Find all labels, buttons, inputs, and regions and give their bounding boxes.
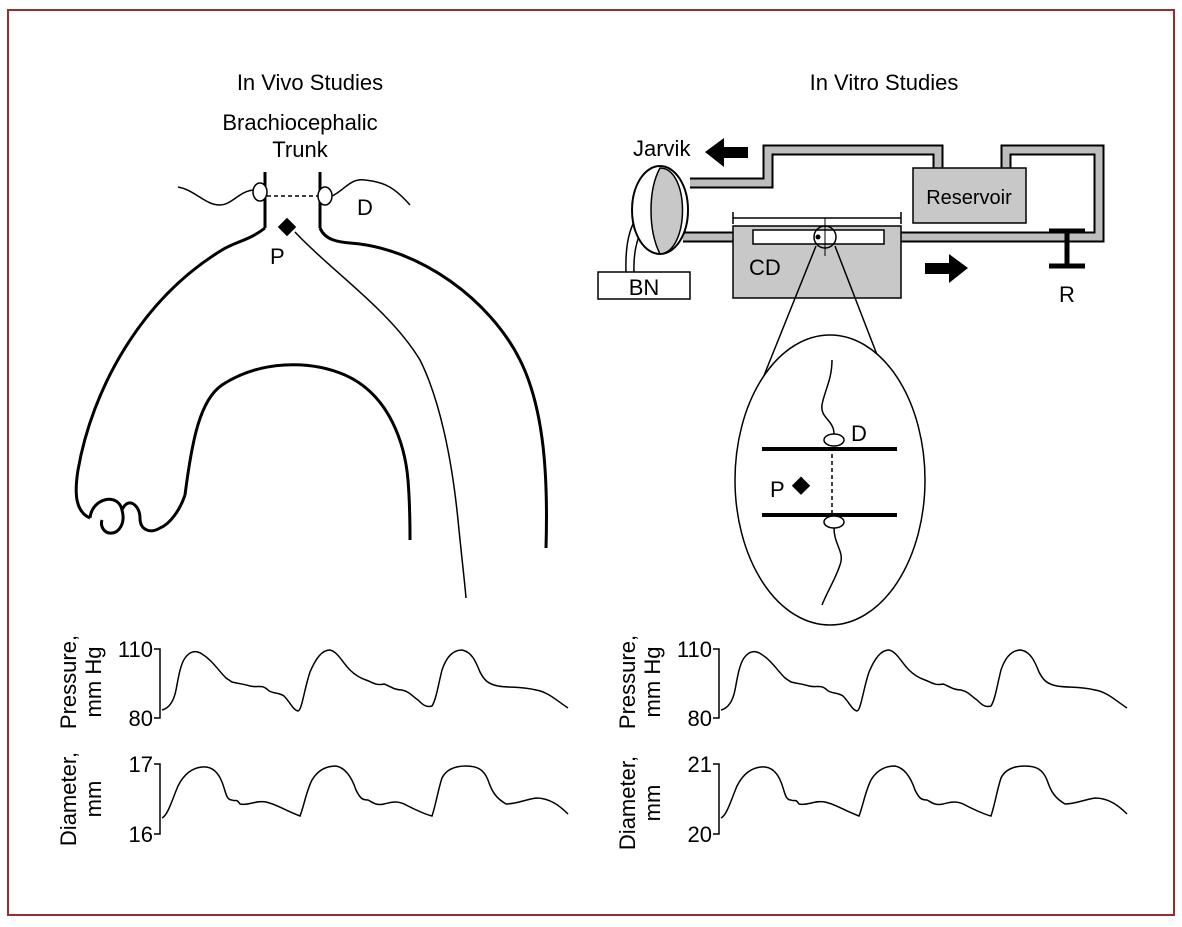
zoom-lead-top <box>821 359 835 435</box>
in-vivo-diameter-ylabel-2: mm <box>81 781 106 818</box>
pressure-catheter <box>294 231 467 599</box>
arch-descending <box>318 227 549 549</box>
base-label: BN <box>629 275 660 300</box>
reservoir-box <box>912 167 1027 224</box>
in-vitro-pressure-ylabel-1: Pressure, <box>615 635 640 729</box>
in-vivo-pressure-trace-panel: Pressure, mm Hg 110 80 <box>56 635 569 731</box>
pump-label: Jarvik <box>633 136 691 161</box>
flow-arrow-right-icon <box>925 254 968 283</box>
in-vivo-diameter-tick-top: 17 <box>129 752 153 777</box>
zoom-crystal-top <box>823 433 845 447</box>
arch-scallop-2 <box>120 494 187 533</box>
crystal-left <box>252 182 268 202</box>
in-vitro-diameter-waveform <box>720 765 1128 819</box>
resistance-label: R <box>1059 282 1075 307</box>
pressure-transducer-tip <box>277 217 297 237</box>
tube-upper-loop-fill <box>690 146 942 187</box>
in-vivo-pressure-label: P <box>270 244 285 269</box>
in-vitro-pressure-tick-top: 110 <box>677 637 712 662</box>
in-vitro-pressure-axis <box>713 648 720 719</box>
zoom-diameter-label: D <box>851 421 867 446</box>
crystal-lead-left <box>177 186 256 206</box>
in-vivo-diameter-trace-panel: Diameter, mm 17 16 <box>56 752 569 847</box>
in-vivo-diameter-axis <box>154 763 161 835</box>
in-vivo-pressure-tick-bottom: 80 <box>129 706 153 731</box>
jarvik-pump-chamber <box>650 167 684 255</box>
in-vitro-pressure-tick-bottom: 80 <box>688 706 712 731</box>
chamber-label: CD <box>749 255 781 280</box>
reservoir-label: Reservoir <box>926 187 1012 209</box>
aortic-arch-drawing <box>74 172 549 599</box>
zoom-line-left <box>762 245 817 379</box>
in-vitro-diameter-tick-bottom: 20 <box>688 822 712 847</box>
arch-outer <box>74 226 266 520</box>
in-vitro-diameter-trace-panel: Diameter, mm 21 20 <box>615 752 1128 850</box>
in-vivo-diameter-ylabel-1: Diameter, <box>56 752 81 846</box>
arch-inner <box>183 363 412 541</box>
zoom-pressure-tip <box>791 476 811 495</box>
base-box <box>597 271 691 300</box>
in-vitro-pressure-ylabel-2: mm Hg <box>640 647 665 718</box>
flow-arrow-left-icon <box>705 138 748 167</box>
arch-scallop <box>88 497 125 535</box>
in-vivo-diameter-waveform <box>161 765 569 819</box>
vessel-label-line1: Brachiocephalic <box>222 110 377 135</box>
crystal-right <box>317 186 333 206</box>
in-vivo-diameter-tick-bottom: 16 <box>129 822 153 847</box>
in-vitro-diameter-ylabel-2: mm <box>640 785 665 822</box>
in-vivo-diameter-label: D <box>357 195 373 220</box>
in-vivo-title: In Vivo Studies <box>237 70 383 95</box>
in-vivo-pressure-tick-top: 110 <box>118 637 153 662</box>
in-vivo-pressure-ylabel-1: Pressure, <box>56 635 81 729</box>
zoom-pressure-label: P <box>770 477 785 502</box>
in-vitro-pressure-waveform <box>720 649 1128 712</box>
in-vivo-pressure-axis <box>154 648 161 719</box>
vessel-label-line2: Trunk <box>272 137 328 162</box>
zoom-lead-bottom <box>821 527 842 606</box>
in-vivo-pressure-ylabel-2: mm Hg <box>81 647 106 718</box>
in-vitro-pressure-trace-panel: Pressure, mm Hg 110 80 <box>615 635 1128 731</box>
tube-right-loop-fill <box>888 146 1103 241</box>
in-vitro-diameter-tick-top: 21 <box>688 752 712 777</box>
in-vivo-pressure-waveform <box>161 649 569 712</box>
in-vitro-title: In Vitro Studies <box>810 70 959 95</box>
zoom-crystal-bottom <box>823 515 845 529</box>
in-vitro-diameter-axis <box>713 763 720 835</box>
crystal-lead-right <box>331 179 411 206</box>
mock-circulation-drawing <box>597 138 1105 626</box>
in-vitro-diameter-ylabel-1: Diameter, <box>615 756 640 850</box>
figure-frame <box>7 9 1175 916</box>
probe-dot <box>815 234 821 240</box>
zoom-ellipse <box>734 334 926 626</box>
